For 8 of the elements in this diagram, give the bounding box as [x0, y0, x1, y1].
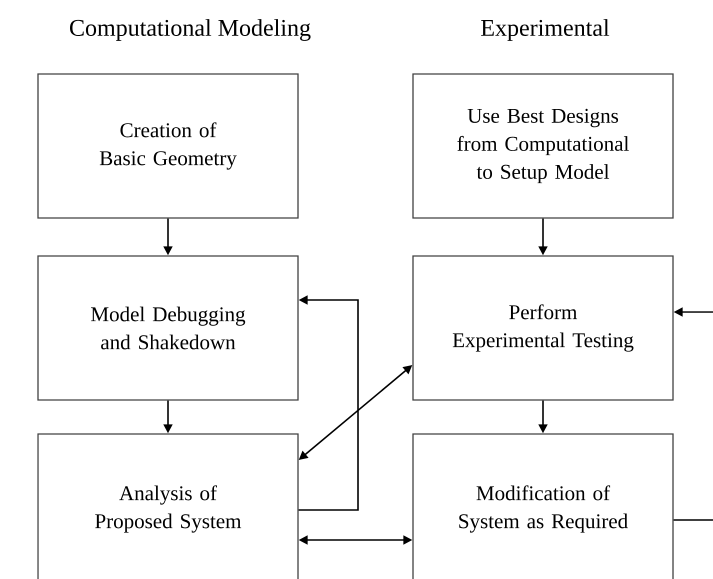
process-box: Perform Experimental Testing	[412, 255, 674, 401]
process-box: Creation of Basic Geometry	[37, 73, 299, 219]
process-box: Analysis of Proposed System	[37, 433, 299, 579]
column-heading: Experimental	[481, 19, 610, 41]
column-heading: Computational Modeling	[70, 19, 311, 41]
process-box: Use Best Designs from Computational to Setup Model	[412, 73, 674, 219]
process-box: Modification of System as Required	[412, 433, 674, 579]
process-box: Model Debugging and Shakedown	[37, 255, 299, 401]
